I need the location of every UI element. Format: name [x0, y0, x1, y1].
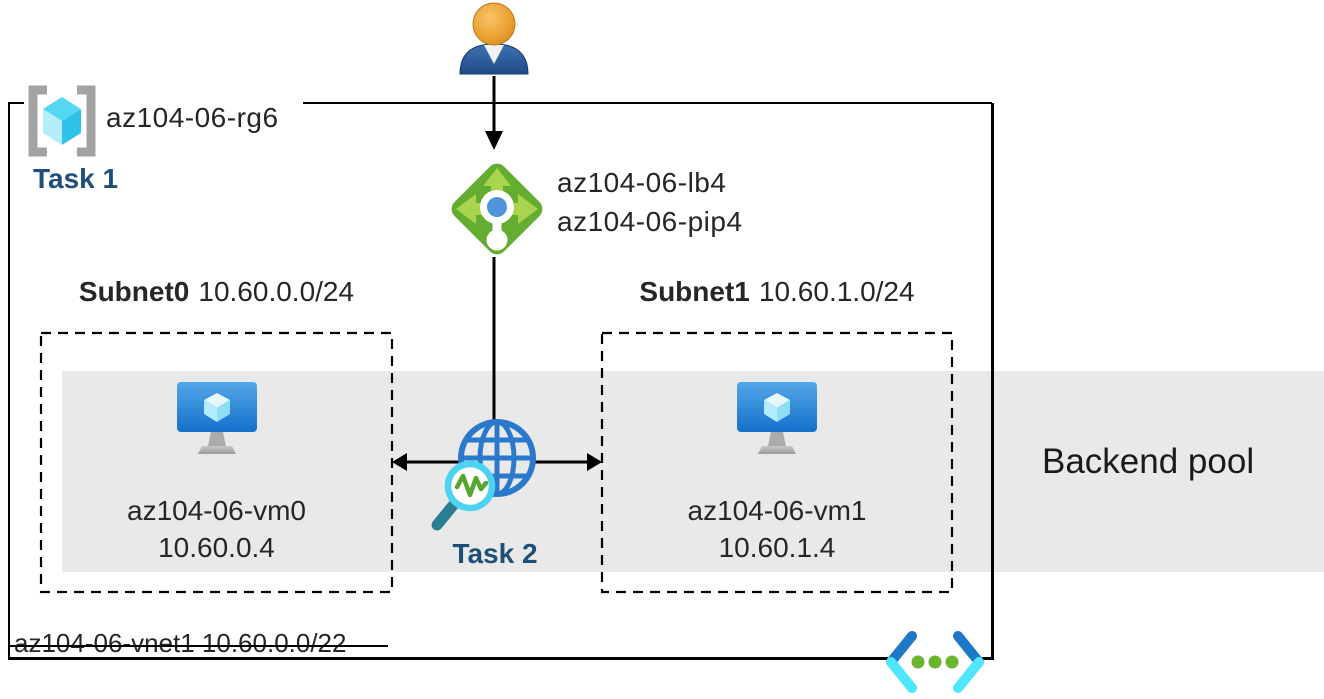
virtual-network-icon	[886, 631, 984, 693]
load-balancer-icon	[451, 163, 543, 255]
resource-group-icon	[28, 85, 96, 157]
vm1-name-label: az104-06-vm1	[687, 495, 867, 526]
magnifier-lens	[444, 460, 496, 512]
vm-icon	[737, 382, 817, 454]
vnet-border-strike-line	[8, 645, 388, 647]
subnet1-name: Subnet1	[639, 276, 750, 307]
resource-group-border	[8, 103, 994, 660]
vnet-label: az104-06-vnet1 10.60.0.0/22	[14, 628, 347, 658]
task1-label: Task 1	[33, 163, 119, 194]
vm0-ip-label: 10.60.0.4	[158, 532, 275, 563]
subnet0-cidr: 10.60.0.0/24	[198, 276, 355, 307]
pulse-line-icon	[454, 473, 489, 498]
user-icon	[459, 2, 529, 75]
subnet1-label: Subnet1 10.60.1.0/24	[602, 276, 952, 308]
backend-pool-band	[62, 371, 1324, 572]
resource-group-border-top-left	[8, 102, 24, 104]
resource-group-border-top-right	[303, 102, 992, 104]
subnet1-cidr: 10.60.1.0/24	[758, 276, 915, 307]
subnet1-dashed-box	[600, 331, 954, 594]
vm-icon	[177, 382, 257, 454]
subnet0-label: Subnet0 10.60.0.0/24	[41, 276, 392, 308]
task2-label: Task 2	[452, 538, 538, 569]
resource-group-label: az104-06-rg6	[106, 102, 279, 133]
vm0-name-label: az104-06-vm0	[127, 495, 306, 526]
network-watcher-globe-icon	[431, 419, 536, 531]
magnifier-handle	[431, 497, 461, 531]
vm1-ip-label: 10.60.1.4	[718, 532, 836, 563]
user-to-lb-arrow	[485, 76, 503, 150]
subnet0-name: Subnet0	[78, 276, 190, 307]
load-balancer-name-label: az104-06-lb4	[557, 167, 727, 198]
public-ip-name-label: az104-06-pip4	[557, 206, 743, 237]
subnet0-dashed-box	[39, 331, 394, 594]
backend-pool-label: Backend pool	[1042, 442, 1255, 481]
